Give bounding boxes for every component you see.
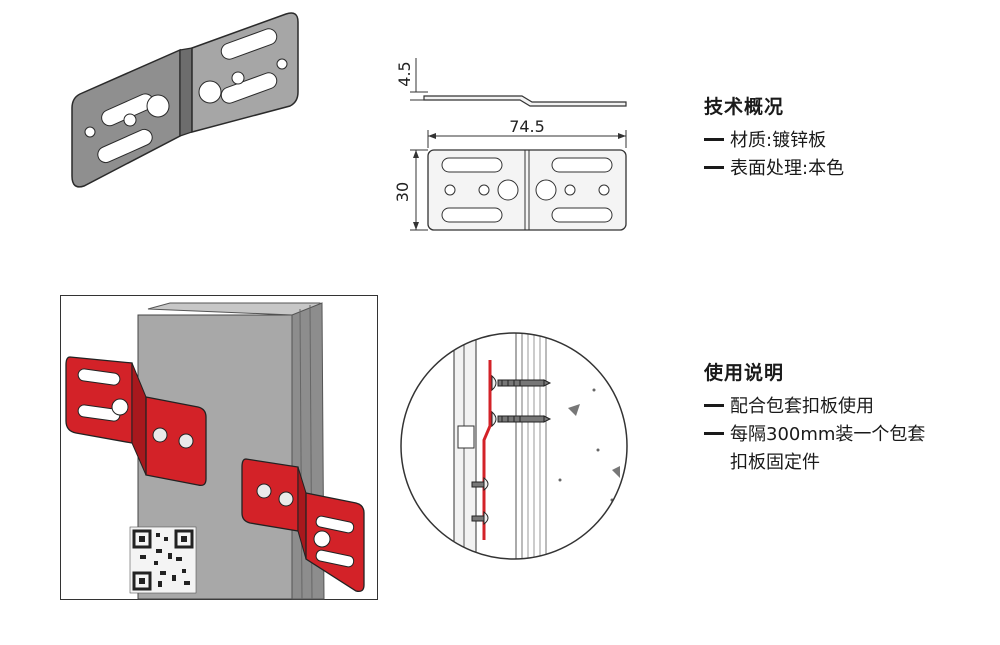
technical-drawing: 4.5 74.5 30 — [393, 58, 627, 231]
tech-spec-section: 技术概况 材质:镀锌板 表面处理:本色 — [704, 92, 844, 183]
tech-spec-title: 技术概况 — [704, 96, 785, 118]
red-bracket-upper — [65, 356, 207, 487]
thickness-dimension: 4.5 — [395, 61, 414, 86]
red-bracket-lower — [241, 458, 365, 593]
usage-section: 使用说明 配合包套扣板使用 每隔300mm装一个包套 扣板固定件 — [704, 358, 925, 477]
dash-icon — [704, 431, 724, 435]
dash-icon — [704, 165, 724, 169]
installation-illustration — [60, 295, 378, 600]
usage-item-1: 配合包套扣板使用 — [704, 393, 925, 421]
usage-item-2-continued: 扣板固定件 — [730, 452, 820, 473]
section-detail-circle — [400, 332, 628, 560]
tech-spec-item-material: 材质:镀锌板 — [704, 127, 844, 155]
dash-icon — [704, 403, 724, 407]
usage-item-2: 每隔300mm装一个包套 — [704, 421, 925, 449]
tech-spec-item-finish: 表面处理:本色 — [704, 155, 844, 183]
bracket-3d-illustration — [71, 12, 299, 188]
length-dimension: 74.5 — [509, 117, 545, 136]
dash-icon — [704, 137, 724, 141]
usage-title: 使用说明 — [704, 362, 785, 384]
height-dimension: 30 — [393, 182, 412, 202]
qr-code — [129, 526, 197, 594]
